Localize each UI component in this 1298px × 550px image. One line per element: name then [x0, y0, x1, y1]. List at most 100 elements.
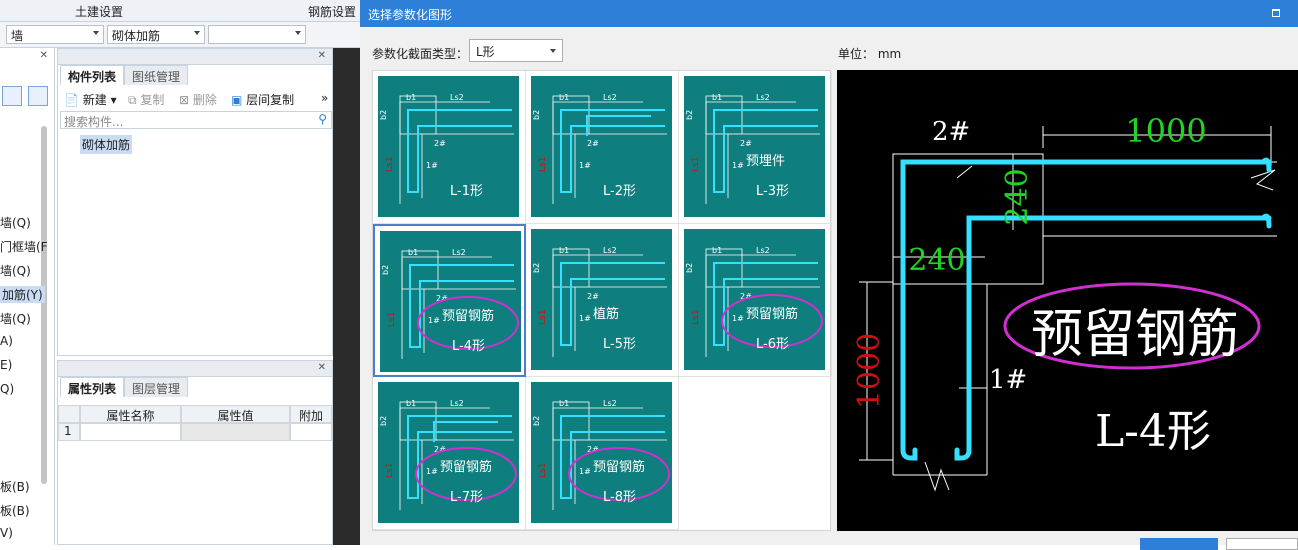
splitter[interactable] [333, 48, 360, 545]
dim-240-vertical: 240 [1000, 168, 1035, 225]
nav-item[interactable]: E) [0, 358, 13, 372]
chevron-down-icon [93, 31, 99, 35]
ls2-label: Ls2 [450, 93, 464, 102]
thumb-caption: 预留钢筋 [593, 460, 646, 475]
category-value: 墙 [11, 29, 24, 43]
new-button[interactable]: 📄 新建 ▾ [64, 93, 117, 107]
unit-label-text: 单位： [838, 47, 875, 61]
rebar2-label: 2# [587, 139, 599, 148]
ls1-label: Ls1 [691, 157, 701, 172]
close-icon[interactable]: ✕ [317, 50, 326, 61]
cell-extra[interactable] [290, 423, 332, 441]
nav-item[interactable]: 板(B) [0, 504, 30, 518]
cell-value[interactable] [181, 423, 290, 441]
maximize-icon[interactable] [1272, 9, 1280, 17]
thumb-shape-name: L-1形 [450, 184, 483, 199]
dialog-title: 选择参数化图形 [368, 8, 453, 22]
preview-drawing: 1000 240 240 1000 2# 1# 预留钢筋 L-4形 [852, 112, 1277, 492]
nav-item[interactable]: 墙(Q) [0, 216, 31, 230]
nav-item[interactable]: 板(B) [0, 480, 30, 494]
highlight-ellipse [721, 294, 823, 348]
b1-label: b1 [559, 399, 569, 408]
search-input[interactable]: 搜索构件...⚲ [60, 111, 332, 129]
b1-label: b1 [408, 248, 418, 257]
floor-copy-icon: ▣ [231, 93, 243, 107]
b1-label: b1 [712, 246, 722, 255]
unit-label: 单位： mm [838, 45, 901, 62]
nav-item[interactable]: A) [0, 334, 13, 348]
nav-item[interactable]: V) [0, 526, 13, 540]
tab-component-list[interactable]: 构件列表 [60, 65, 125, 85]
thumb-caption: 预埋件 [746, 154, 786, 169]
copy-button[interactable]: ⧉ 复制 [128, 93, 165, 107]
detail-view-icon[interactable] [28, 86, 48, 106]
nav-item[interactable]: 墙(Q) [0, 312, 31, 326]
col-extra-header: 附加 [290, 405, 332, 423]
b1-label: b1 [559, 93, 569, 102]
thumb-shape-name: L-6形 [756, 337, 789, 352]
tab-rebar-settings[interactable]: 钢筋设置 [308, 5, 357, 19]
thumb-caption: 预留钢筋 [440, 460, 493, 475]
close-icon[interactable]: ✕ [39, 50, 48, 61]
close-icon[interactable]: ✕ [317, 362, 326, 373]
cell-name[interactable] [80, 423, 181, 441]
delete-button[interactable]: ⊠ 删除 [179, 93, 217, 107]
search-icon: ⚲ [318, 112, 327, 126]
type-value: 砌体加筋 [112, 29, 161, 43]
break-line [1250, 169, 1276, 191]
thumb-caption: 预留钢筋 [442, 309, 495, 324]
thumb-shape-name: L-3形 [756, 184, 789, 199]
rebar1-label: 1# [732, 314, 744, 323]
tab-property-list[interactable]: 属性列表 [60, 377, 125, 397]
property-panel: ✕ 属性列表 图层管理 属性名称 属性值 附加 1 [57, 360, 333, 545]
tab-drawing-manage[interactable]: 图纸管理 [124, 65, 189, 85]
ls2-label: Ls2 [603, 246, 617, 255]
preview-caption: 预留钢筋 [1031, 305, 1239, 365]
thumb-shape-name: L-7形 [450, 490, 483, 505]
grid-corner [58, 405, 80, 423]
col-value-header: 属性值 [181, 405, 290, 423]
section-type-label: 参数化截面类型： [372, 47, 469, 61]
more-icon[interactable]: » [321, 91, 329, 105]
tab-civil-settings[interactable]: 土建设置 [75, 5, 124, 19]
ls2-label: Ls2 [756, 93, 770, 102]
b2-label: b2 [685, 110, 694, 120]
ls2-label: Ls2 [603, 399, 617, 408]
tree-item[interactable]: 砌体加筋 [80, 135, 133, 154]
hook-bottom [1260, 213, 1272, 229]
list-view-icon[interactable] [2, 86, 22, 106]
nav-item[interactable]: 门框墙(F [0, 240, 48, 254]
nav-item[interactable]: 墙(Q) [0, 264, 31, 278]
nav-item[interactable]: Q) [0, 382, 15, 396]
nav-item[interactable]: 加筋(Y) [0, 286, 45, 303]
ok-button[interactable] [1140, 538, 1218, 550]
cancel-button[interactable] [1226, 538, 1298, 550]
rebar1-label: 1# [579, 314, 591, 323]
tab-layer-manage[interactable]: 图层管理 [124, 377, 189, 397]
category-combo[interactable]: 墙 [6, 25, 104, 44]
rebar-2-label: 2# [932, 117, 970, 147]
highlight-ellipse [417, 296, 519, 350]
rebar2-label: 2# [740, 292, 752, 301]
rebar1-label: 1# [426, 161, 438, 170]
panel-titlebar: ✕ [58, 361, 332, 377]
nav-scrollbar[interactable] [41, 126, 47, 484]
left-navigation: ✕ 墙(Q) 门框墙(F 墙(Q) 加筋(Y) 墙(Q) A) E) Q) 板(B) 板(B) V) [0, 48, 55, 545]
floor-copy-button[interactable]: ▣ 层间复制 [231, 91, 294, 108]
sub-combo[interactable] [208, 25, 306, 44]
type-combo[interactable]: 砌体加筋 [107, 25, 205, 44]
section-type-select[interactable]: L形 [469, 39, 563, 62]
top-toolbar: 土建设置 钢筋设置 [0, 0, 360, 22]
